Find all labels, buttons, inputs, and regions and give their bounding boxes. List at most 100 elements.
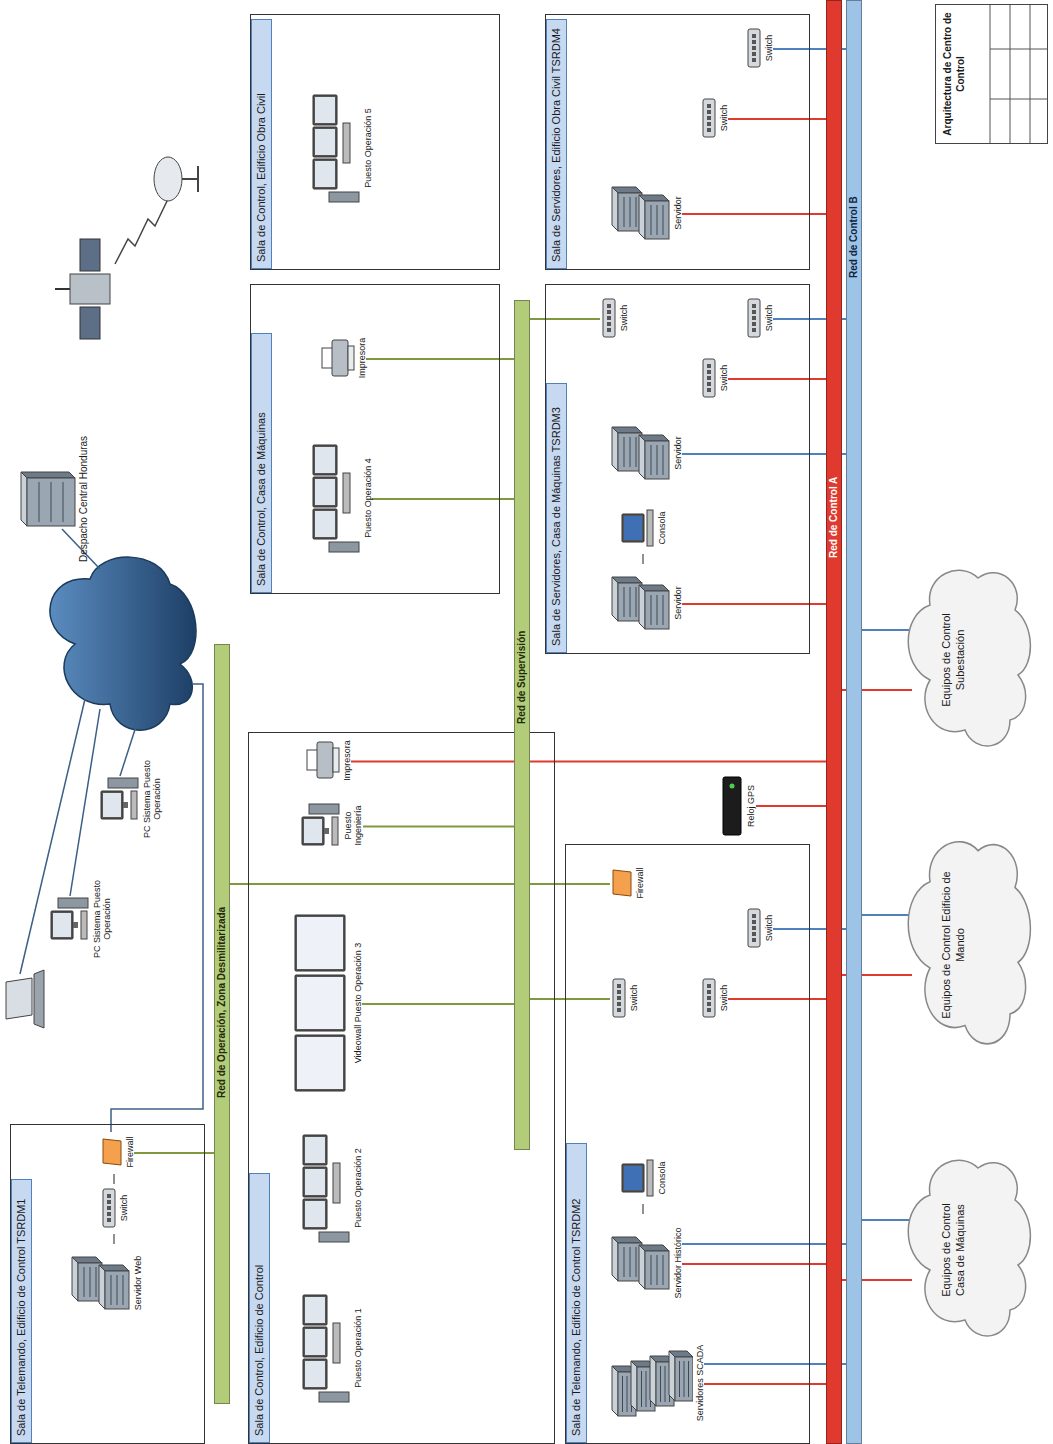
server-front	[78, 1263, 102, 1301]
switch-icon	[701, 358, 717, 398]
printer-node: Impresora	[321, 333, 367, 383]
monitor-frame	[302, 818, 324, 846]
server-front	[645, 201, 669, 239]
server-icon	[20, 471, 76, 527]
server-side	[639, 1245, 669, 1251]
network-link	[134, 1152, 214, 1154]
cloud-label: Equipos de Control Subestación	[940, 600, 968, 720]
server-slot	[630, 587, 631, 617]
switch-icon	[701, 98, 717, 138]
grid-line	[990, 99, 1048, 100]
switch-port	[752, 58, 756, 62]
icon-group	[748, 909, 760, 947]
server-slot	[636, 1247, 637, 1277]
keyboard	[333, 1163, 340, 1203]
switch-port	[707, 104, 711, 108]
icon-group	[101, 778, 138, 819]
icon-group	[302, 805, 339, 846]
server-top	[669, 1351, 675, 1401]
device-label: Puesto Ingeniería	[343, 793, 364, 858]
icon-group	[703, 359, 715, 397]
pc-tower	[309, 805, 339, 815]
dish-icon	[154, 157, 198, 201]
server-slot	[636, 197, 637, 227]
icon-group	[622, 1160, 653, 1196]
server-slot	[651, 445, 652, 475]
icon-group	[295, 915, 345, 1091]
switch-port	[752, 938, 756, 942]
switch-port	[752, 920, 756, 924]
network-link	[682, 213, 826, 215]
firewall-node: Firewall	[101, 1131, 135, 1173]
server-front	[618, 1243, 642, 1281]
network-link	[642, 554, 643, 564]
icon-group	[322, 340, 354, 376]
network-link	[862, 914, 912, 916]
ws-icon	[311, 93, 361, 203]
switch-port	[707, 1002, 711, 1006]
server-slot	[636, 437, 637, 467]
monitor-frame	[303, 1327, 327, 1357]
bus-label: Red de Operación, Zona Desmilitarizada	[215, 902, 229, 1103]
stack2-icon	[71, 1255, 131, 1311]
firewall-node: Firewall	[611, 863, 645, 903]
stack2-icon	[611, 575, 671, 631]
icon-group	[612, 577, 669, 629]
room-box: Sala de Control, Casa de MáquinasPuesto …	[250, 284, 500, 594]
switch-port	[707, 370, 711, 374]
cloud-label: Equipos de Control Edificio de Mando	[940, 870, 968, 1020]
server-slot	[636, 587, 637, 617]
network-link	[530, 318, 600, 320]
keyboard	[343, 473, 350, 513]
monitor-frame	[303, 1359, 327, 1389]
keyboard	[333, 1323, 340, 1363]
server-side	[639, 435, 669, 441]
bus-label: Red de Supervisión	[515, 626, 529, 729]
switch-port	[752, 40, 756, 44]
server-side	[612, 577, 642, 583]
pc-tower	[329, 192, 359, 202]
cloud-shape	[908, 570, 1030, 746]
switch-port	[752, 52, 756, 56]
keyboard	[343, 123, 350, 163]
icon-group	[21, 472, 75, 526]
monitor-frame	[313, 477, 337, 507]
room-heading: Sala de Telemando, Edificio de Control T…	[11, 1179, 32, 1443]
monitor-screen	[315, 97, 335, 123]
laptop-icon	[6, 970, 44, 1028]
switch-node: Switch	[746, 903, 774, 953]
keyboard	[81, 911, 87, 939]
stack2-icon	[611, 185, 671, 241]
switch-port	[707, 382, 711, 386]
server-top	[631, 1361, 637, 1411]
server-node: Servidor Web	[71, 1243, 143, 1323]
room-heading: Sala de Control, Edificio Obra Civil	[251, 19, 272, 269]
workstation-node: Puesto Operación 4	[311, 433, 373, 563]
wan-cloud	[50, 557, 196, 730]
workstation-node: Puesto Ingeniería	[301, 793, 364, 858]
server-side	[612, 427, 642, 433]
printer-icon	[306, 741, 340, 781]
room-box: Sala de Telemando, Edificio de Control T…	[10, 1124, 205, 1444]
room-box: Sala de Servidores, Edificio Obra Civil …	[545, 14, 810, 270]
switch-port	[707, 122, 711, 126]
switch-body	[103, 1189, 115, 1227]
videowall-node: Videowall Puesto Operación 3	[291, 908, 363, 1098]
network-link	[756, 805, 826, 807]
device-label: Servidor Web	[133, 1243, 143, 1323]
switch-port	[752, 304, 756, 308]
network-link	[113, 1174, 114, 1184]
icon-group	[723, 777, 741, 835]
dish-mast	[182, 178, 198, 180]
device-label: Impresora	[357, 333, 367, 383]
grid-line	[990, 4, 991, 144]
device-label: PC Sistema Puesto Operación	[142, 754, 163, 844]
pc-tower	[329, 542, 359, 552]
monitor-screen	[315, 447, 335, 473]
switch-port	[707, 128, 711, 132]
network-link	[728, 998, 826, 1000]
monitor-frame	[622, 514, 644, 542]
icon-group	[313, 445, 359, 552]
network-link	[351, 761, 826, 763]
